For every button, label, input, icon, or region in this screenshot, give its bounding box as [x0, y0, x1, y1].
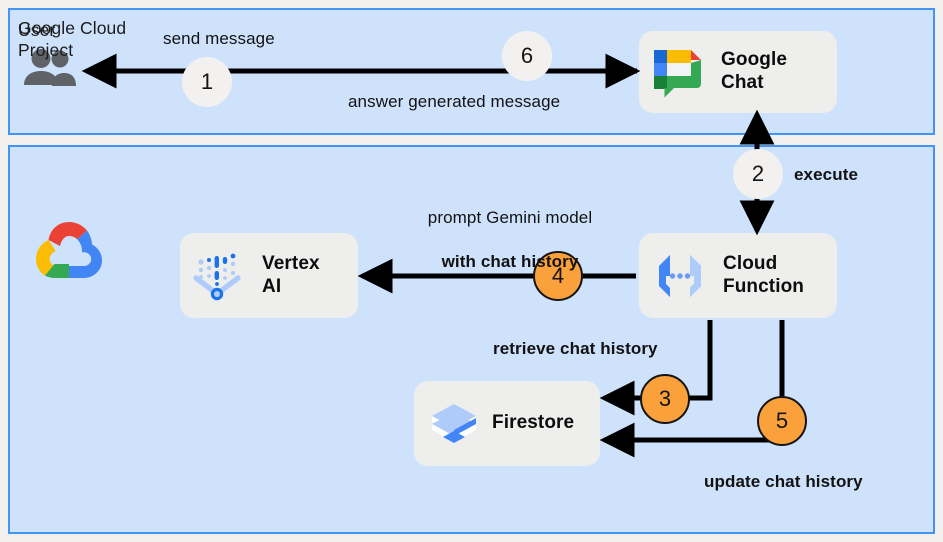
flow-label-execute: execute: [794, 165, 859, 184]
cloud-function-icon: [659, 254, 701, 297]
flow-label-prompt-line1: prompt Gemini model: [427, 208, 593, 228]
step-badge-2: 2: [733, 149, 783, 199]
step-badge-1: 1: [182, 57, 232, 107]
panel-user-title: User: [18, 20, 56, 40]
flow-label-update-chat-history: update chat history: [704, 472, 863, 491]
google-chat-icon: [654, 50, 701, 98]
flow-label-prompt-line2: with chat history: [441, 252, 579, 272]
service-box-google-chat[interactable]: Google Chat: [639, 31, 837, 113]
flow-label-retrieve-chat-history: retrieve chat history: [493, 339, 658, 358]
flow-label-answer-generated-message: answer generated message: [348, 92, 561, 111]
step-badge-5: 5: [757, 396, 807, 446]
step-badge-6: 6: [502, 31, 552, 81]
users-icon: [24, 49, 76, 86]
panel-gcp-title: Google Cloud Project: [18, 18, 127, 60]
firestore-icon: [432, 403, 476, 443]
service-label-cloud-function: Cloud Function: [723, 252, 805, 297]
step-badge-4: 4: [533, 251, 583, 301]
service-box-cloud-function[interactable]: Cloud Function: [639, 233, 837, 318]
step-badge-3: 3: [640, 374, 690, 424]
flow-label-prompt-gemini: prompt Gemini model with chat history: [409, 185, 611, 295]
vertex-ai-icon: [193, 253, 241, 300]
flow-label-send-message: send message: [163, 29, 275, 48]
service-label-google-chat: Google Chat: [721, 49, 788, 93]
service-label-vertex-ai: Vertex AI: [262, 252, 320, 297]
service-box-firestore[interactable]: Firestore: [414, 381, 600, 466]
service-box-vertex-ai[interactable]: Vertex AI: [180, 233, 358, 318]
google-cloud-logo: [36, 222, 102, 278]
service-label-firestore: Firestore: [492, 412, 575, 434]
